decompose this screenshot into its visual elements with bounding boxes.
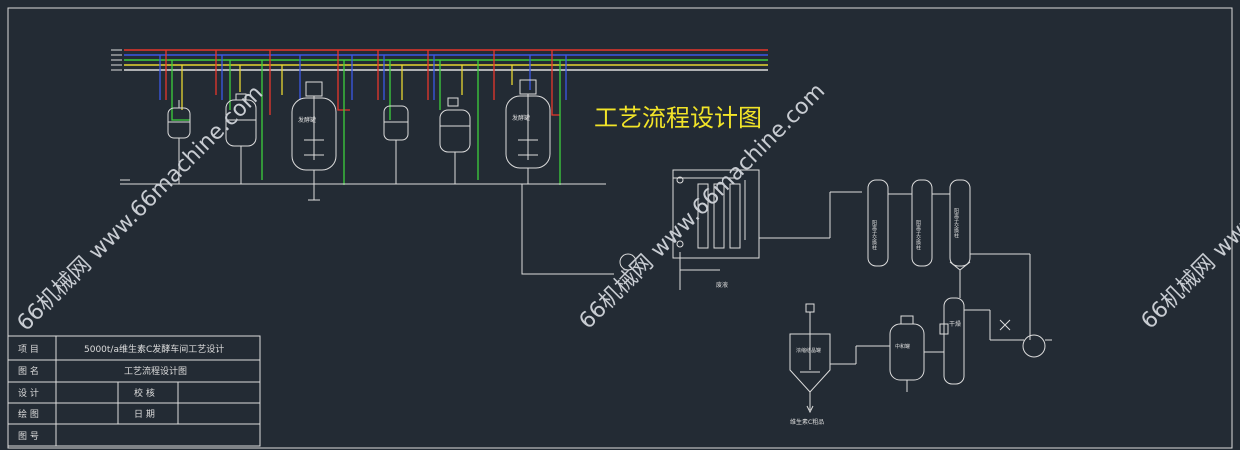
watermark-3: 66机械网 www	[1137, 207, 1240, 334]
concentrator-label: 浓缩结晶罐	[796, 347, 821, 354]
fermenter-2	[505, 79, 551, 169]
utility-header	[111, 49, 122, 71]
vessel-group-2	[383, 97, 471, 184]
crystallization-section	[939, 290, 1052, 385]
column-label-1: 阳离子交换柱	[871, 219, 877, 251]
column-label-3: 阳离子交换柱	[953, 207, 959, 239]
vessel-label-seed-tank-2: 发酵罐	[512, 114, 530, 122]
vessel-group-1	[167, 93, 257, 184]
project-label: 项 目	[18, 344, 39, 355]
ion-exchange-note: 废液	[716, 281, 728, 289]
dryer-label: 干燥	[949, 320, 961, 328]
check-label: 校 核	[134, 387, 155, 399]
neutralizer	[889, 315, 944, 392]
project-value: 5000t/a维生素C发酵车间工艺设计	[84, 343, 224, 355]
design-label: 设 计	[18, 387, 39, 399]
column-label-2: 阴离子交换柱	[915, 219, 921, 251]
adsorption-columns	[867, 179, 1031, 340]
transfer-line	[521, 168, 614, 275]
draw-label: 绘 图	[18, 408, 39, 420]
drawing-name-label: 图 名	[18, 365, 39, 377]
neutralizer-label: 中和罐	[895, 343, 910, 350]
title-block	[7, 335, 261, 447]
ion-exchange-system	[672, 169, 862, 290]
drop-lines	[159, 50, 567, 185]
utility-pipes	[124, 49, 768, 71]
date-label: 日 期	[134, 409, 155, 420]
diagram-title: 工艺流程设计图	[594, 104, 762, 132]
number-label: 图 号	[18, 431, 39, 442]
concentrator	[789, 303, 890, 414]
fermenter-1	[291, 81, 337, 201]
product-label: 维生素C粗品	[790, 418, 824, 426]
watermark-1: 66机械网 www.66machine.com	[13, 81, 269, 337]
drawing-name-value: 工艺流程设计图	[124, 365, 187, 377]
drawing-frame	[7, 7, 1233, 449]
vessel-label-seed-tank-1: 发酵罐	[298, 116, 316, 124]
